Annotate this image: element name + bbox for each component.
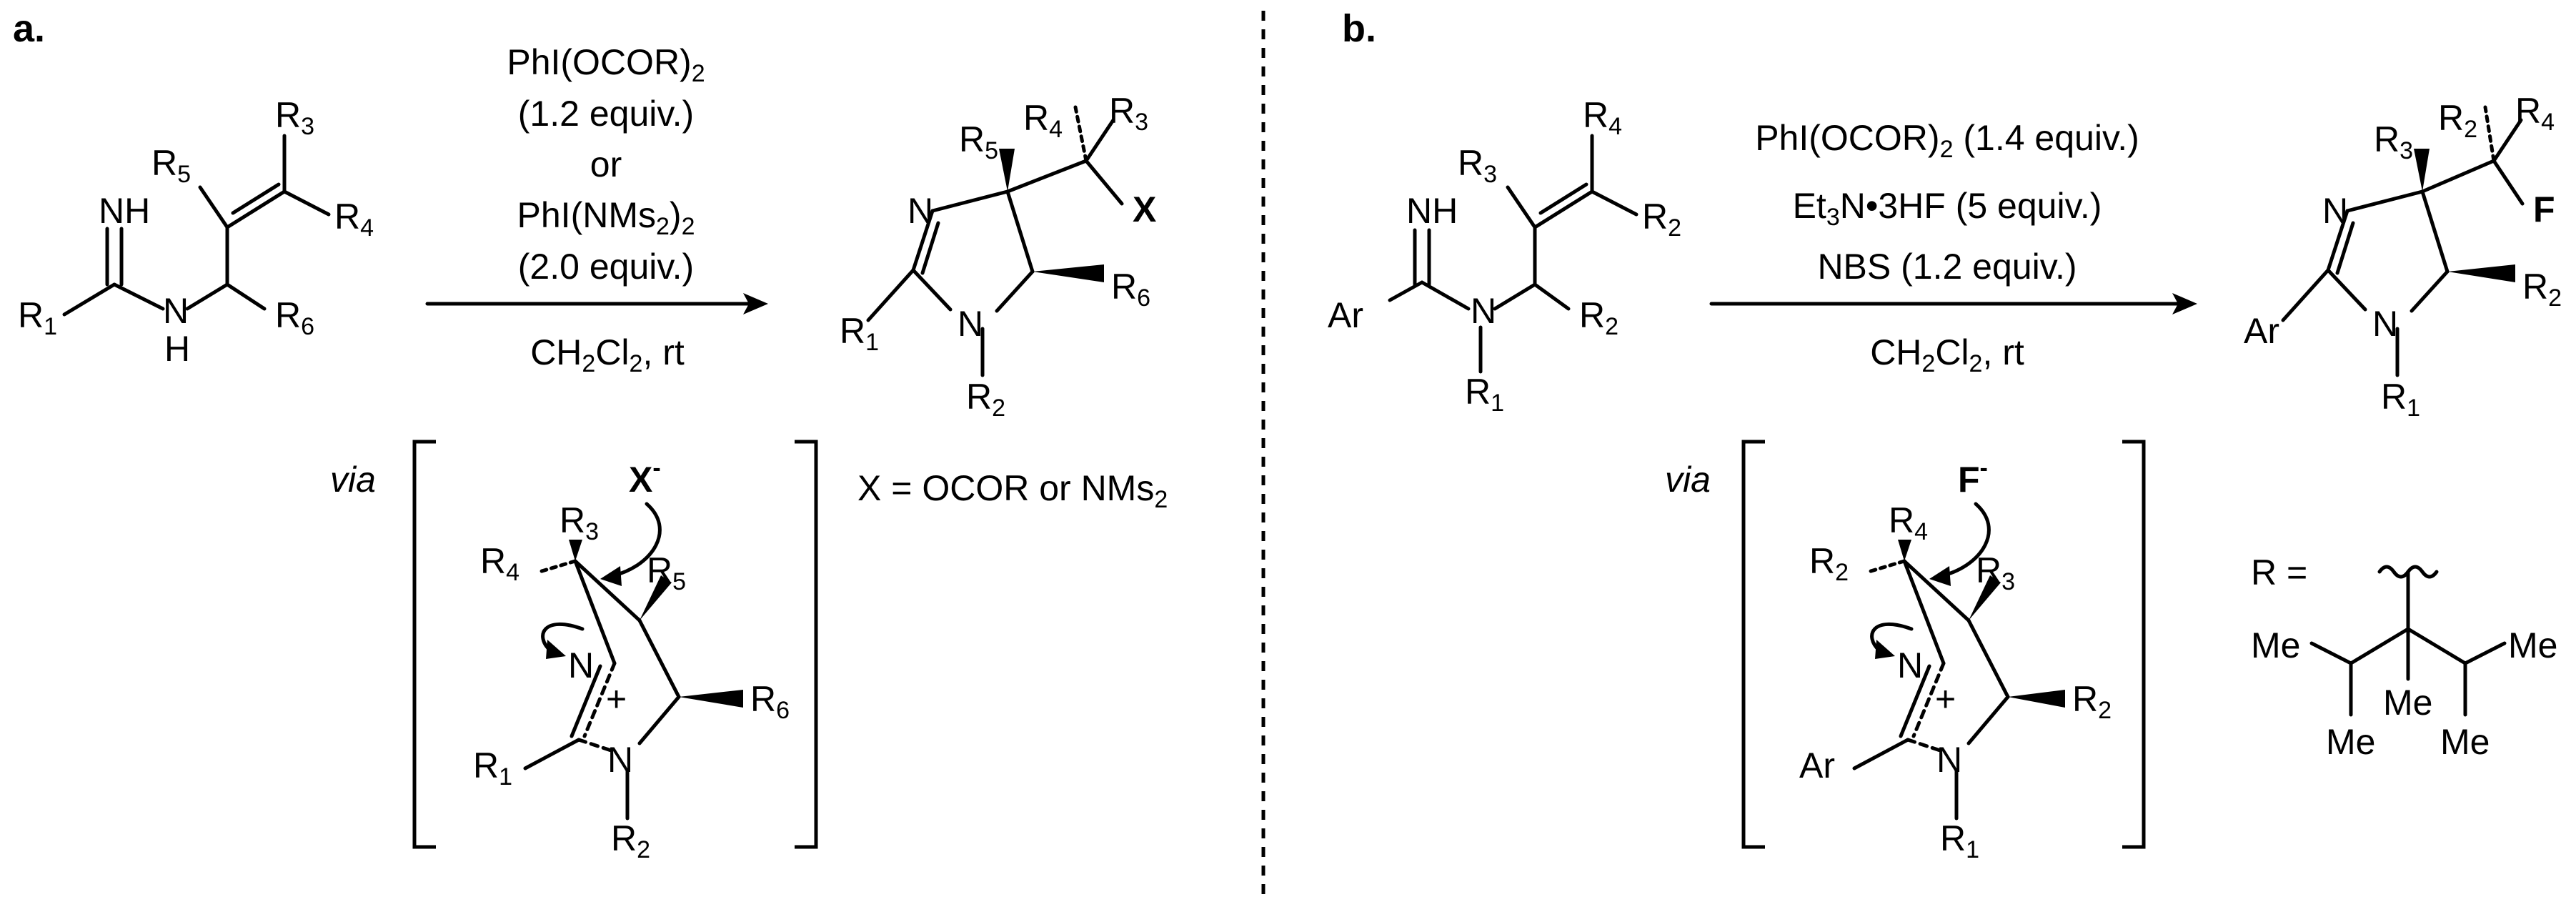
product-b-ar: Ar (2244, 311, 2279, 351)
panel-a: a. R1 NH N H R5 R3 R4 R6 PhI(OCOR) (13, 7, 1168, 863)
sm-b-ar: Ar (1328, 295, 1363, 335)
reagent-a-line-1: PhI(OCOR)2 (507, 42, 705, 87)
int-a-r6: R6 (750, 679, 790, 724)
arrow-b-electron-push-nuc (1941, 502, 1991, 578)
product-b-n1: N (2322, 191, 2348, 231)
panel-a-solvent: CH2Cl2, rt (530, 332, 685, 377)
product-b-r2-top: R2 (2438, 98, 2477, 143)
sm-a-nh-label: NH (99, 191, 150, 231)
product-b-r3: R3 (2374, 119, 2413, 164)
reagent-a-line-4: PhI(NMs2)2 (517, 195, 695, 240)
int-b-r1: R1 (1940, 818, 1979, 863)
product-b-r4: R4 (2515, 91, 2555, 136)
arrow-a-electron-push-ring (541, 623, 585, 653)
panel-b-solvent: CH2Cl2, rt (1870, 332, 2024, 377)
panel-b-reagents: PhI(OCOR)2 (1.4 equiv.) Et3N•3HF (5 equi… (1755, 118, 2139, 287)
bracket-a-right (795, 440, 818, 849)
int-b-n3: N (1936, 740, 1962, 780)
panel-a-product: N N R1 R2 R5 R4 R3 X R6 (840, 91, 1156, 422)
panel-b-starting-material: Ar NH N R1 R3 R4 R2 R2 (1328, 95, 1681, 417)
me-right-lower: Me (2440, 722, 2490, 762)
reagent-a-line-2: (1.2 equiv.) (518, 94, 694, 134)
int-a-n3: N (607, 740, 633, 780)
me-right-upper: Me (2508, 625, 2557, 665)
reagent-a-line-3: or (590, 144, 622, 184)
panel-a-x-definition: X = OCOR or NMs2 (857, 468, 1168, 513)
product-a-r6: R6 (1111, 267, 1150, 312)
int-a-r5: R5 (647, 550, 686, 595)
reagent-b-line-3: NBS (1.2 equiv.) (1817, 247, 2077, 287)
sm-b-nh-label: NH (1406, 191, 1458, 231)
int-a-n-cation: N (568, 645, 594, 685)
product-a-r5: R5 (959, 119, 998, 164)
arrow-b-electron-push-ring (1870, 623, 1914, 653)
int-b-r2-top: R2 (1809, 541, 1849, 586)
panel-b: b. Ar NH N R1 R3 R4 R2 R2 P (1328, 7, 2562, 863)
bracket-b-left (1741, 440, 1765, 849)
reagent-b-line-2: Et3N•3HF (5 equiv.) (1793, 186, 2102, 231)
product-b-r2: R2 (2522, 267, 2562, 312)
product-a-r3: R3 (1109, 91, 1148, 136)
product-a-r2: R2 (966, 377, 1005, 422)
int-a-r1: R1 (473, 745, 512, 791)
int-b-n-cation: N (1897, 645, 1923, 685)
int-b-ar: Ar (1799, 745, 1835, 785)
sm-a-r5: R5 (151, 143, 191, 188)
int-a-r4: R4 (480, 541, 519, 586)
me-center: Me (2383, 683, 2432, 723)
product-a-x: X (1133, 189, 1156, 229)
nucleophile-b: F- (1958, 455, 1988, 500)
product-a-n3: N (958, 304, 983, 344)
product-a-r1: R1 (840, 311, 879, 356)
panel-a-via: via (330, 460, 376, 500)
panel-b-intermediate: via F- R4 R2 R3 N + N (1665, 440, 2146, 863)
sm-b-n-label: N (1471, 291, 1496, 331)
sm-b-r1: R1 (1465, 372, 1504, 417)
panel-a-reaction-arrow (425, 293, 768, 314)
int-b-r4: R4 (1889, 500, 1928, 545)
me-left-lower: Me (2326, 722, 2375, 762)
bracket-b-right (2122, 440, 2146, 849)
panel-a-starting-material: R1 NH N H R5 R3 R4 R6 (18, 95, 374, 369)
sm-b-r2: R2 (1579, 295, 1618, 340)
int-a-plus: + (606, 679, 627, 719)
me-left-upper: Me (2251, 625, 2300, 665)
panel-a-label: a. (13, 7, 45, 50)
product-b-f: F (2533, 189, 2555, 229)
int-b-r3: R3 (1976, 550, 2015, 595)
sm-a-r4: R4 (334, 197, 374, 242)
bracket-a-left (412, 440, 436, 849)
product-b-r1: R1 (2381, 377, 2420, 422)
panel-a-intermediate: via X- R3 R4 R5 N + N (330, 440, 818, 863)
sm-b-r4: R4 (1583, 95, 1622, 140)
product-b-n3: N (2372, 304, 2398, 344)
r-definition-label: R = (2251, 552, 2307, 593)
nucleophile-a: X- (629, 455, 661, 500)
sm-a-n-label: N (163, 291, 189, 331)
sm-b-r2-alkene: R2 (1642, 197, 1681, 242)
sm-a-h-label: H (164, 329, 190, 369)
int-b-r2: R2 (2072, 679, 2112, 724)
arrow-a-electron-push-nuc (612, 502, 662, 578)
int-a-r2: R2 (611, 818, 650, 863)
sm-a-r6: R6 (275, 295, 314, 340)
int-b-plus: + (1935, 679, 1956, 719)
panel-b-product: N N Ar R1 R3 R2 R4 F R2 (2244, 91, 2562, 422)
panel-b-via: via (1665, 460, 1711, 500)
panel-b-reaction-arrow (1709, 293, 2197, 314)
sm-a-r1: R1 (18, 295, 57, 340)
reagent-a-line-5: (2.0 equiv.) (518, 247, 694, 287)
r-group-definition: R = Me Me Me Me Me (2251, 552, 2557, 762)
panel-b-label: b. (1342, 7, 1376, 50)
product-a-n1: N (907, 191, 933, 231)
sm-b-r3: R3 (1458, 143, 1497, 188)
reagent-b-line-1: PhI(OCOR)2 (1.4 equiv.) (1755, 118, 2139, 163)
panel-a-reagents: PhI(OCOR)2 (1.2 equiv.) or PhI(NMs2)2 (2… (507, 42, 705, 287)
product-a-r4: R4 (1023, 98, 1063, 143)
sm-a-r3: R3 (275, 95, 314, 140)
int-a-r3: R3 (560, 500, 599, 545)
